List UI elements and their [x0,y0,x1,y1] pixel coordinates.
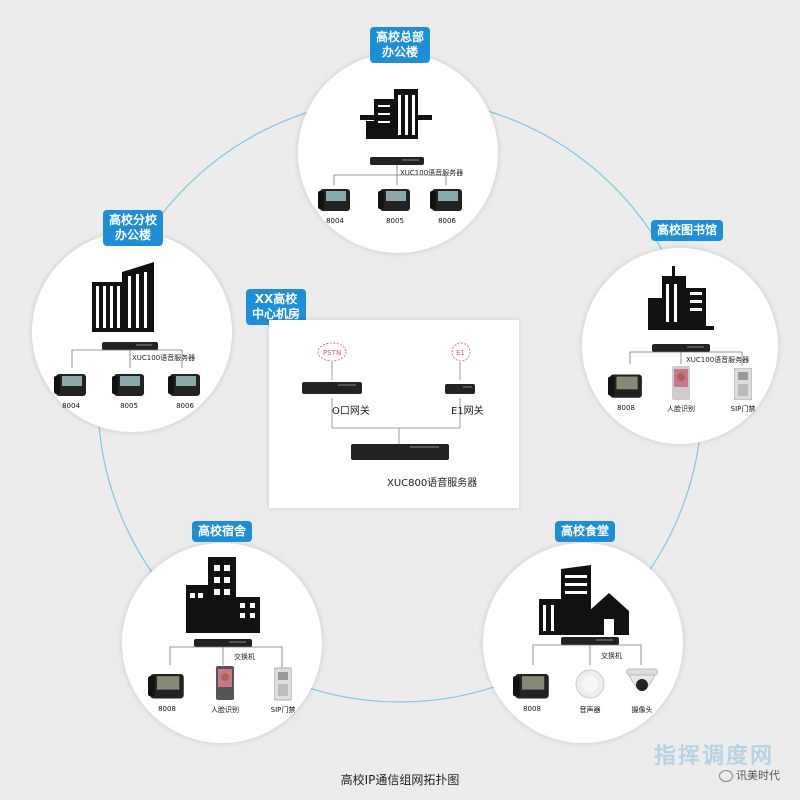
canteen-building-icon [539,565,629,635]
wechat-account-name: 讯美时代 [736,769,780,782]
device-label: 8008 [523,705,541,713]
sip-door-access-icon [734,368,752,400]
xuc800-server-device [351,444,449,460]
connection-lines [532,644,642,665]
node-canteen-label: 高校食堂 [555,521,616,542]
wechat-icon [719,770,733,782]
ip-phone-icon [608,374,642,398]
library-building-icon [648,266,714,330]
watermark-text: 指挥调度网 [653,744,774,769]
device-label: 8004 [326,217,344,225]
ip-phone-icon [54,374,86,396]
pstn-icon [317,342,347,362]
connection-lines [333,165,447,185]
e1-label: E1 [456,349,465,357]
node-hq-label: 高校总部 办公楼 [370,27,431,63]
switch-label: 交换机 [234,653,255,661]
device-label: 8008 [158,705,176,713]
ip-phone-icon [318,189,350,211]
office-building-icon [92,262,154,332]
ip-phone-icon [148,673,184,699]
o-gateway-label: O口网关 [332,406,370,417]
ip-phone-icon [378,189,410,211]
device-label: 摄像头 [631,706,653,714]
ip-phone-icon [112,374,144,396]
connection-lines [169,646,283,667]
device-label: 音声器 [579,706,601,714]
server-device [652,344,710,352]
device-label: 8005 [386,217,404,225]
e1-gateway-device [445,384,475,394]
switch-label: 交换机 [601,652,622,660]
ip-phone-icon [430,189,462,211]
server-device [370,157,424,165]
node-dorm: 交换机 8008 人脸识别 SIP门禁 [122,543,322,743]
wechat-account: 讯美时代 [719,767,780,783]
dormitory-building-icon [186,557,260,633]
e1-gateway-label: E1网关 [451,406,484,417]
switch-device [194,639,252,647]
connection-lines [629,351,743,366]
sip-door-access-icon [274,667,292,701]
dome-camera-icon [626,668,658,691]
device-label: 8008 [617,404,635,412]
device-label: 人脸识别 [667,405,695,413]
center-label: XX高校 中心机房 [246,289,307,325]
connection-lines [71,349,183,368]
server-label: XUC100语音服务器 [400,169,464,177]
device-label: 8005 [120,402,138,410]
pstn-label: PSTN [323,349,342,357]
node-library: XUC100语音服务器 8008 人脸识别 SIP门禁 [582,248,778,444]
face-recognition-icon [672,366,690,400]
face-recognition-icon [216,666,234,700]
server-device [102,342,158,350]
device-label: 8006 [438,217,456,225]
node-dorm-label: 高校宿舍 [192,521,253,542]
device-label: 8004 [62,402,80,410]
e1-icon [451,342,471,362]
device-label: 人脸识别 [211,706,239,714]
center-data-room: PSTN E1 O口网关 E1网关 XUC800语音服务器 [269,320,519,508]
server-label: XUC100语音服务器 [686,356,750,364]
ceiling-speaker-icon [575,669,605,699]
o-gateway-device [302,382,362,394]
xuc800-server-label: XUC800语音服务器 [387,478,478,489]
ip-phone-icon [168,374,200,396]
switch-device [561,637,619,645]
diagram-caption: 高校IP通信组网拓扑图 [340,773,460,787]
node-branch-label: 高校分校 办公楼 [103,210,164,246]
center-connection-lines [331,362,461,444]
node-hq: XUC100语音服务器 8004 8005 8006 [298,53,498,253]
device-label: SIP门禁 [270,706,296,714]
device-label: SIP门禁 [730,405,756,413]
device-label: 8006 [176,402,194,410]
node-canteen: 交换机 8008 音声器 摄像头 [483,543,683,743]
node-library-label: 高校图书馆 [651,220,724,241]
ip-phone-icon [513,673,549,699]
node-branch: XUC100语音服务器 8004 8005 8006 [32,232,232,432]
server-label: XUC100语音服务器 [132,354,196,362]
office-building-icon [360,89,432,139]
